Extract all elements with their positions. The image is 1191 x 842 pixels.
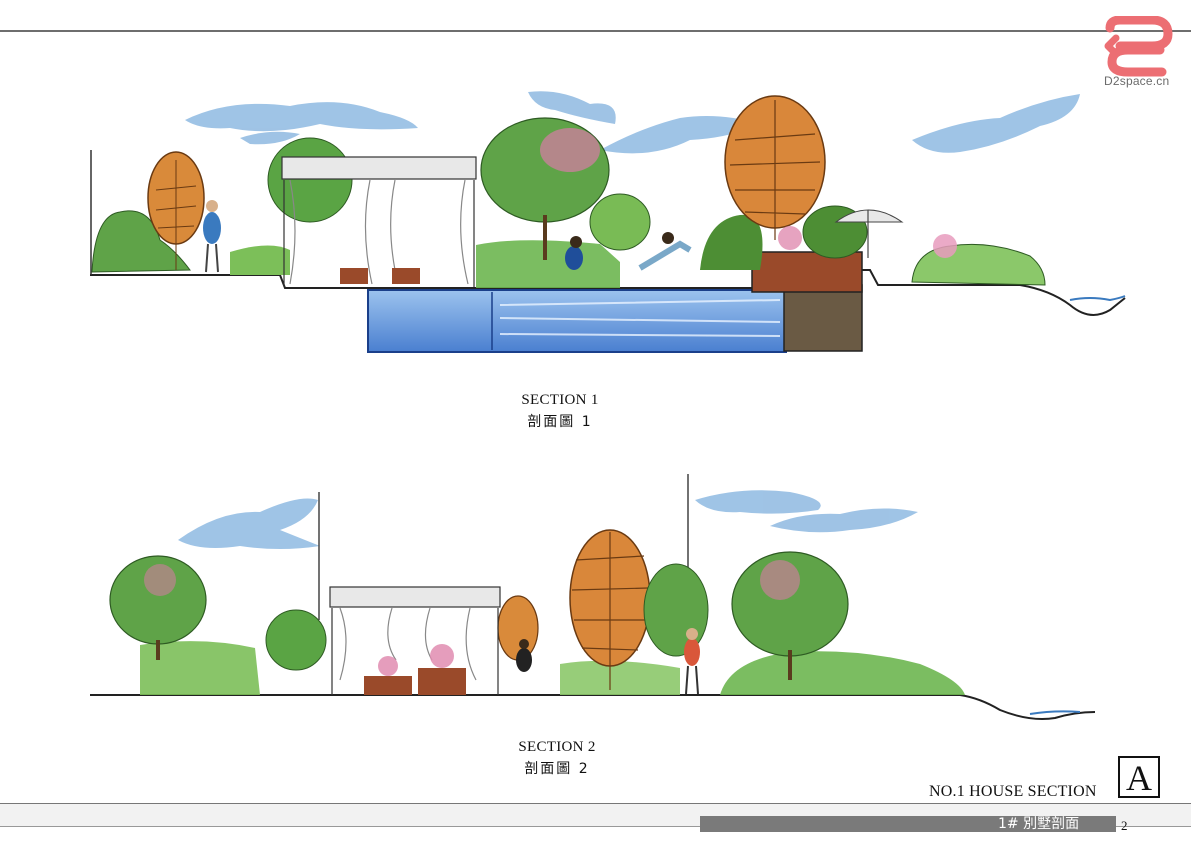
footer-label: 1# 別墅剖面 — [998, 816, 1080, 832]
project-title: NO.1 HOUSE SECTION — [929, 783, 1097, 800]
section-1-pergola — [281, 156, 477, 287]
page-number: 2 — [1121, 818, 1128, 833]
section-2-subtitle: 剖面圖 2 — [524, 761, 590, 777]
footer-bar — [700, 816, 1116, 832]
section-2-drawing — [90, 474, 1096, 720]
bottom-border-line — [0, 803, 1191, 804]
section-1-subtitle: 剖面圖 1 — [527, 414, 593, 430]
section-1-caption: SECTION 1 剖面圖 1 — [480, 392, 640, 431]
watermark-text: D2space.cn — [1104, 74, 1170, 88]
section-1-clouds — [185, 91, 1080, 154]
section-2-clouds — [178, 490, 918, 549]
section-2-caption: SECTION 2 剖面圖 2 — [477, 739, 637, 778]
d2space-logo — [1104, 16, 1173, 77]
section-2-pergola — [329, 586, 501, 695]
section-1-drawing — [90, 91, 1126, 353]
section-1-title: SECTION 1 — [521, 392, 599, 408]
top-border-line — [0, 30, 1191, 32]
sheet-letter: A — [1118, 756, 1160, 798]
section-2-title: SECTION 2 — [518, 739, 596, 755]
bottom-border-line-2 — [0, 826, 1191, 827]
